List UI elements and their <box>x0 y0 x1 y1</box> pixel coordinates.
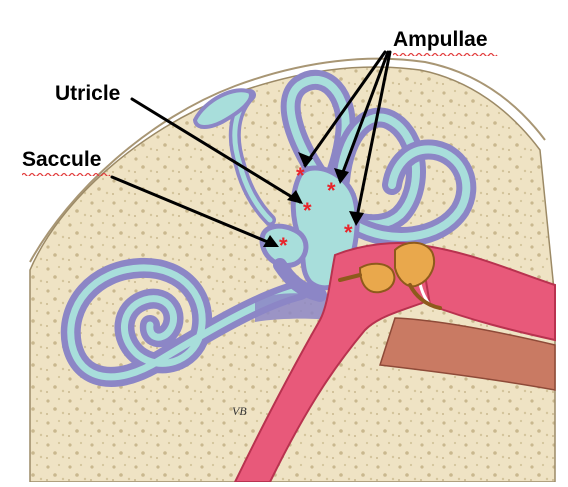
ampullae-arrow-2 <box>338 50 390 182</box>
ossicles <box>338 241 442 310</box>
leader-lines <box>110 50 392 247</box>
ampullae-arrow-3 <box>354 50 392 224</box>
utricle-arrow <box>130 97 302 204</box>
ampullae-arrowhead-3 <box>349 211 364 226</box>
cochlear-connection <box>273 258 327 302</box>
ear-canal-skin <box>379 317 556 391</box>
ampullae-spellcheck-underline <box>393 52 498 56</box>
ear-canal <box>418 243 556 342</box>
ampullae-arrow-1 <box>303 50 387 167</box>
ampulla-marker-2: * <box>327 178 336 203</box>
utricle-marker: * <box>303 198 312 223</box>
bone-outline <box>29 57 546 263</box>
endolymphatic-sac <box>192 88 253 129</box>
ampulla-marker-3: * <box>344 220 353 245</box>
ampullae-arrowhead-1 <box>298 152 313 168</box>
arrowheads <box>263 152 364 247</box>
artist-signature: VB <box>232 404 247 418</box>
saccule-label: Saccule <box>22 148 102 171</box>
saccule-marker: * <box>279 233 288 258</box>
saccule-body <box>259 223 309 268</box>
perilymph-region <box>255 293 335 322</box>
ampulla-marker-1: * <box>296 163 305 188</box>
cochlea <box>60 257 310 387</box>
ampullae-arrowhead-2 <box>334 168 349 184</box>
utricle-label: Utricle <box>55 82 121 105</box>
ampullae-label: Ampullae <box>393 28 488 51</box>
utricle-arrowhead <box>287 190 303 204</box>
saccule-arrow <box>110 175 277 247</box>
saccule-spellcheck-underline <box>22 172 111 176</box>
saccule-arrowhead <box>263 235 279 247</box>
